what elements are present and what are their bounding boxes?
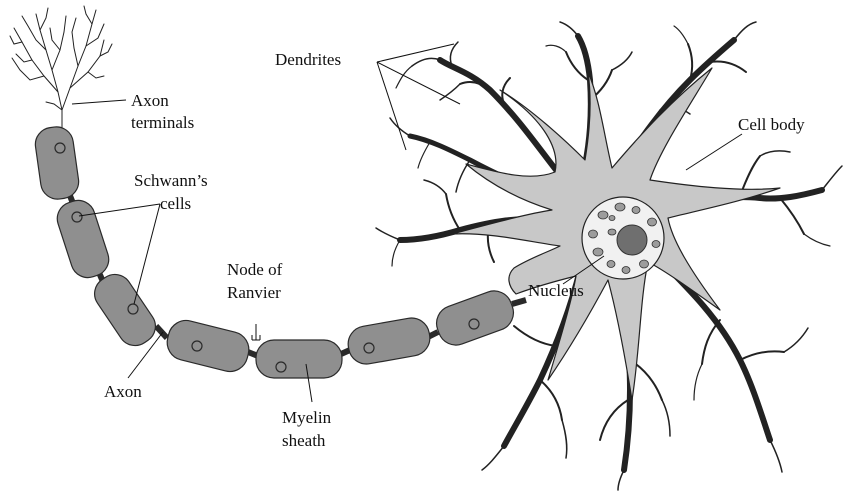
label-myelin-sheath-line2: sheath bbox=[282, 431, 326, 450]
myelin-segment-5 bbox=[256, 340, 342, 378]
labels: Axon terminals Schwann’s cells Node of R… bbox=[104, 50, 805, 450]
node-of-ranvier-marker bbox=[252, 324, 260, 340]
myelin-segment-7 bbox=[432, 286, 519, 350]
myelin-segment-4 bbox=[163, 317, 252, 376]
label-dendrites: Dendrites bbox=[275, 50, 341, 69]
nucleus bbox=[582, 197, 664, 279]
label-node-of-ranvier-line2: Ranvier bbox=[227, 283, 281, 302]
label-nucleus: Nucleus bbox=[528, 281, 584, 300]
axon-terminals bbox=[10, 6, 112, 132]
label-axon-terminals-line1: Axon bbox=[131, 91, 169, 110]
myelin-segment-3 bbox=[88, 268, 162, 352]
myelin-segment-1 bbox=[33, 125, 81, 202]
label-myelin-sheath-line1: Myelin bbox=[282, 408, 332, 427]
label-node-of-ranvier-line1: Node of bbox=[227, 260, 283, 279]
label-schwanns-cells-line1: Schwann’s bbox=[134, 171, 208, 190]
label-axon-terminals-line2: terminals bbox=[131, 113, 194, 132]
label-cell-body: Cell body bbox=[738, 115, 805, 134]
label-axon: Axon bbox=[104, 382, 142, 401]
label-schwanns-cells-line2: cells bbox=[160, 194, 191, 213]
myelin-segment-6 bbox=[345, 315, 432, 367]
myelin-segment-2 bbox=[53, 196, 113, 282]
